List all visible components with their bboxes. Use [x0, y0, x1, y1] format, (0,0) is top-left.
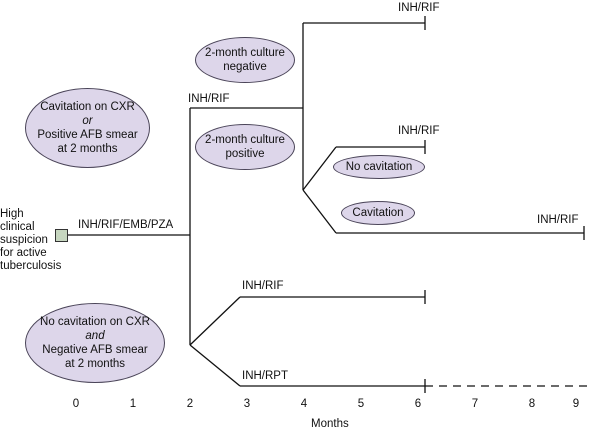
branch-diag-up [302, 146, 337, 191]
axis-tick: 9 [572, 398, 580, 410]
oval-text: at 2 months [57, 143, 118, 155]
label-top-end: INH/RIF [398, 2, 440, 14]
oval-text: 2-month culture [205, 47, 285, 59]
axis-tick: 8 [528, 398, 536, 410]
axis-label: Months [311, 418, 349, 430]
branch-lower-diag-down [189, 344, 241, 387]
start-label-line: High clinical [0, 208, 35, 233]
axis-tick: 3 [243, 398, 251, 410]
oval-text: No cavitation on CXR [40, 316, 150, 328]
branch-diag-down [302, 189, 337, 234]
start-label: High clinical suspicion for active tuber… [0, 208, 62, 273]
axis-tick: 2 [186, 398, 194, 410]
axis-tick: 7 [471, 398, 479, 410]
oval-text: or [82, 115, 93, 127]
oval-text: Positive AFB smear [37, 129, 138, 141]
start-label-line: for active [0, 247, 47, 259]
label-upper-mid: INH/RIF [188, 93, 230, 105]
oval-text: negative [223, 61, 267, 73]
label-mid-end: INH/RIF [398, 125, 440, 137]
axis-tick: 0 [72, 398, 80, 410]
oval-text: Cavitation on CXR [40, 101, 135, 113]
oval-text: and [85, 330, 105, 342]
label-lower-lower: INH/RPT [242, 370, 288, 382]
axis-tick: 1 [129, 398, 137, 410]
start-label-line: suspicion [0, 234, 48, 246]
label-lower-upper: INH/RIF [242, 280, 284, 292]
start-node-box [55, 229, 68, 242]
oval-cavitation: Cavitation [341, 201, 415, 225]
oval-text: Negative AFB smear [42, 344, 148, 356]
oval-text: 2-month culture [205, 134, 285, 146]
oval-culture-positive: 2-month culture positive [195, 124, 295, 170]
label-long-end: INH/RIF [537, 214, 579, 226]
branch-lower-diag-up [189, 296, 241, 346]
label-initial: INH/RIF/EMB/PZA [78, 219, 174, 231]
oval-cavitation-positive: Cavitation on CXR or Positive AFB smear … [25, 88, 150, 168]
oval-text: positive [225, 148, 265, 160]
oval-text: No cavitation [345, 161, 413, 173]
oval-no-cavitation-negative: No cavitation on CXR and Negative AFB sm… [25, 303, 165, 383]
start-label-line: tuberculosis [0, 260, 62, 272]
oval-text: Cavitation [352, 207, 404, 219]
axis-tick: 5 [357, 398, 365, 410]
oval-no-cavitation: No cavitation [333, 155, 425, 179]
oval-text: at 2 months [64, 358, 126, 370]
axis-tick: 6 [414, 398, 422, 410]
axis-tick: 4 [300, 398, 308, 410]
oval-culture-negative: 2-month culture negative [195, 37, 295, 83]
